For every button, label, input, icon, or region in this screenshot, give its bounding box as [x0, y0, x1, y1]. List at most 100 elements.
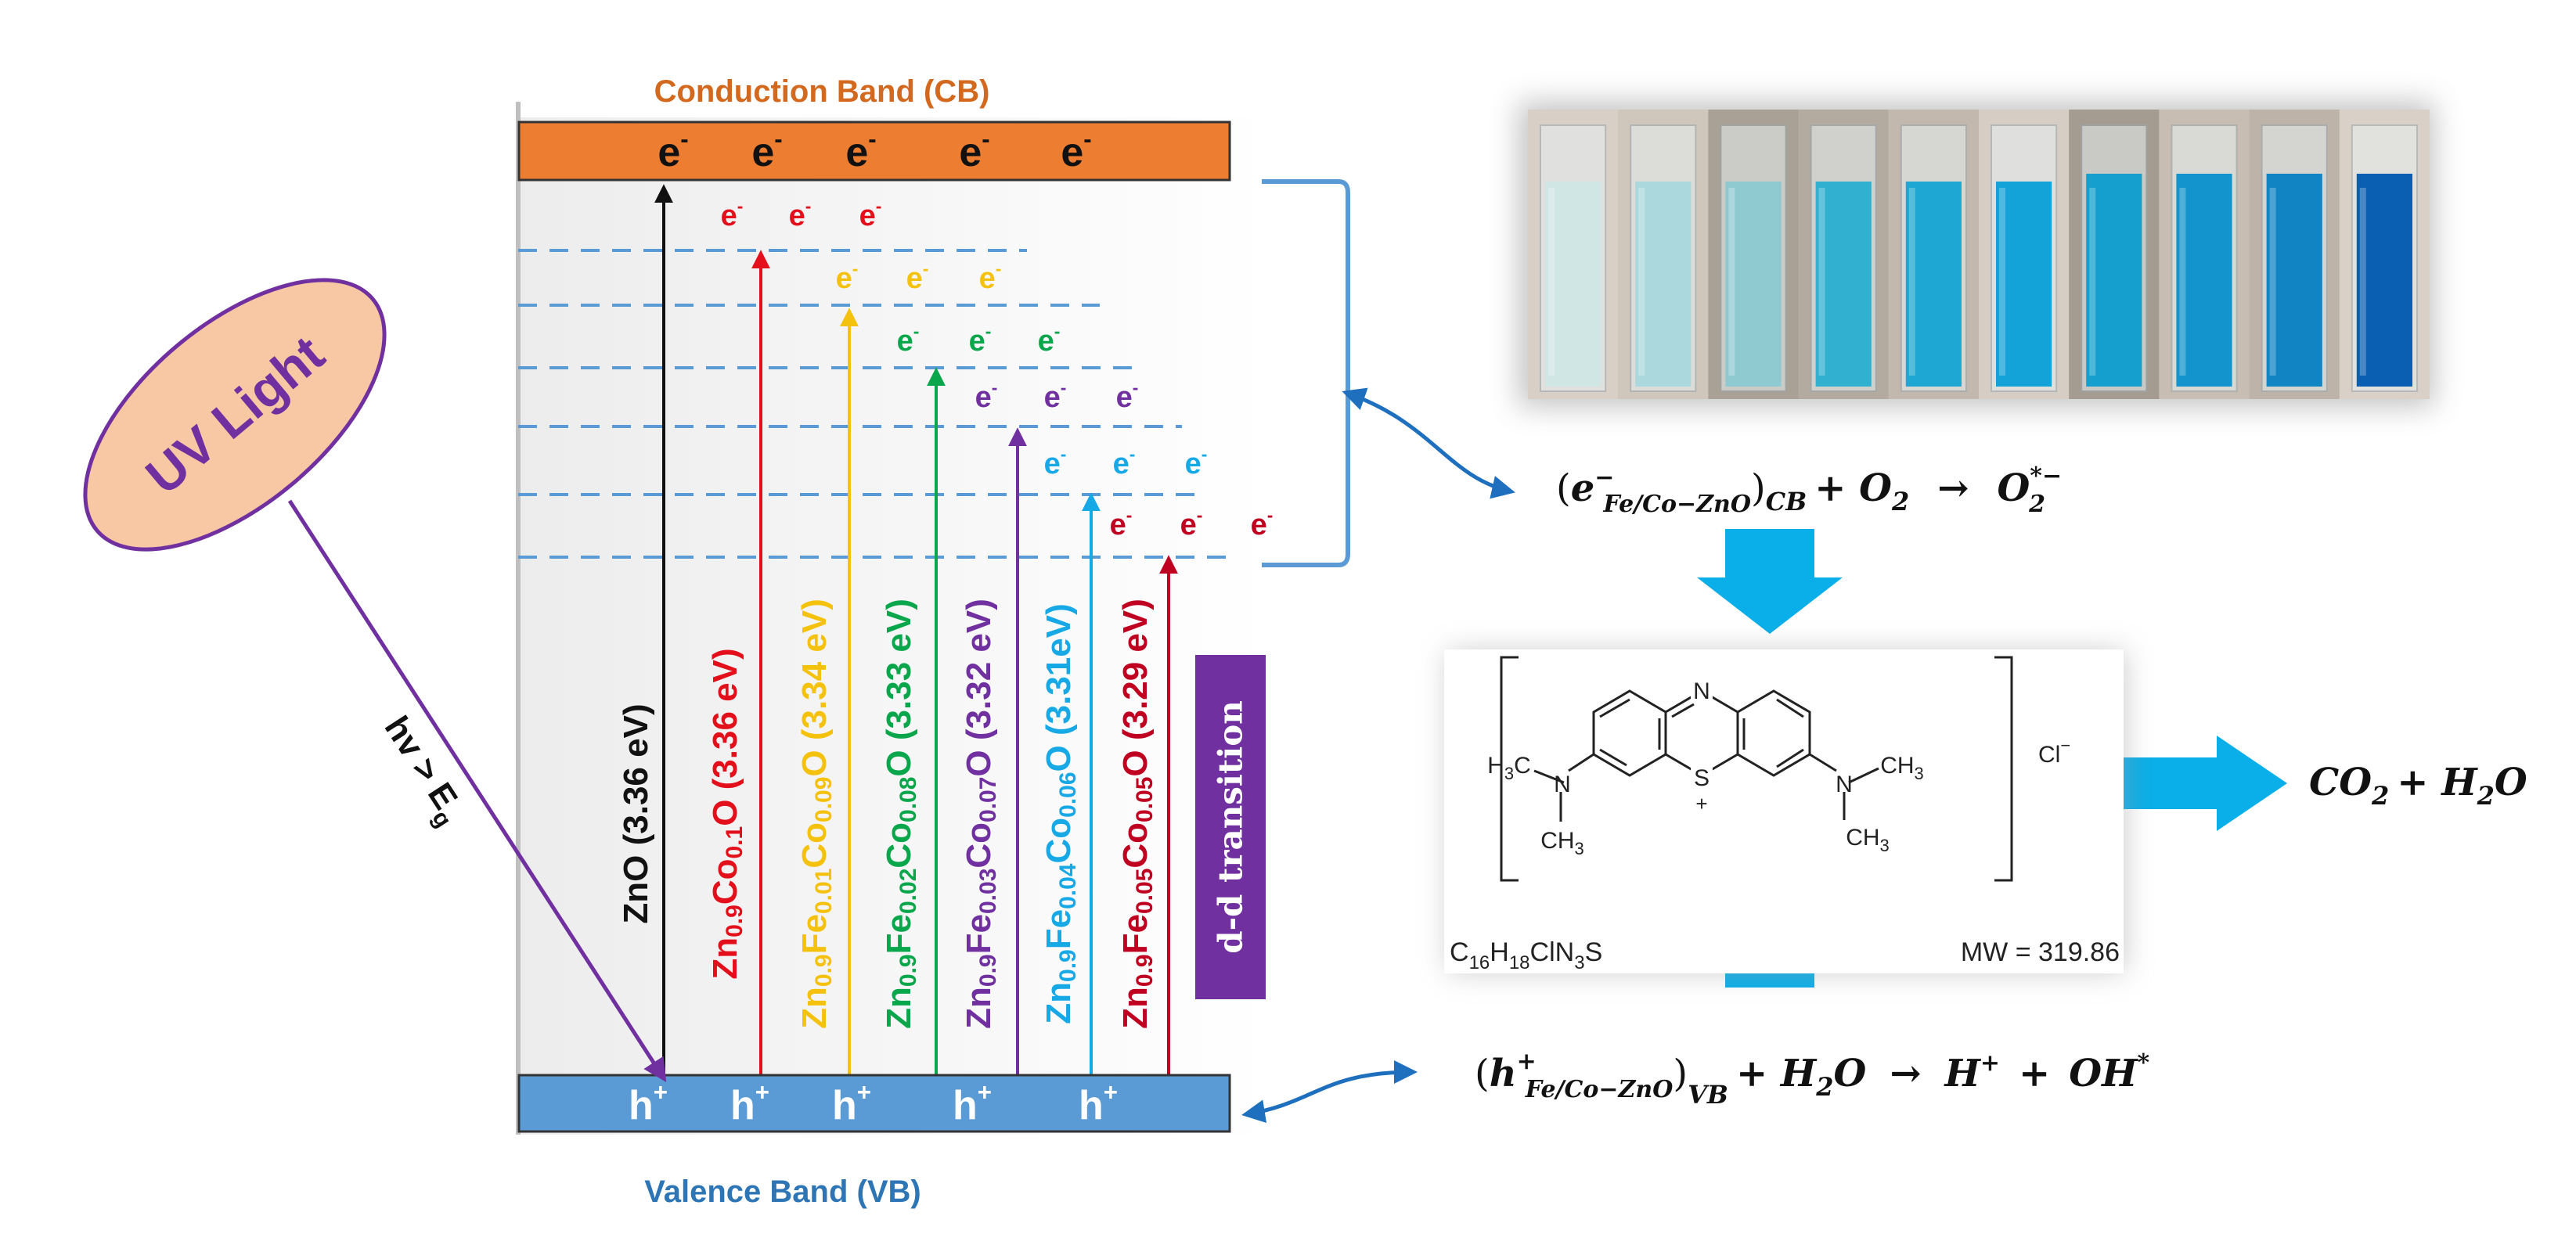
products-equation: CO2+ H2O [2309, 761, 2527, 811]
eq-vb-oh: OH [2069, 1052, 2138, 1096]
central-ring-double-bond [1671, 703, 1695, 718]
curved-arrow-cb [1342, 387, 1515, 499]
eq-vb-subscript: VB [1688, 1080, 1728, 1110]
chloride-cl: Cl [2038, 742, 2060, 768]
n-label-bg [1691, 679, 1713, 703]
eq-cb-product: O [1997, 466, 2030, 510]
cb-electron-2: e- [845, 126, 876, 175]
right-ch3-bot-ch: CH [1846, 825, 1879, 851]
eq-cb-o2-sub: 2 [1891, 487, 1909, 516]
product-co-sub: 2 [2371, 781, 2389, 811]
product-h-sub: 2 [2477, 781, 2495, 811]
cuvette-highlight-7 [2179, 188, 2186, 376]
cb-electron-3: e- [959, 126, 989, 175]
compound-label-4: Zn0.9Fe0.03Co0.07O (3.32 eV) [960, 599, 1001, 1029]
eq-vb-h2o-o: O [1834, 1052, 1867, 1096]
level-1-electron-1: e- [906, 258, 929, 295]
eq-vb-hole-sup: + [1517, 1048, 1537, 1075]
arrow-down-to-molecule [1697, 529, 1843, 634]
molecule-left-bracket [1500, 656, 1519, 882]
compound-label-5: Zn0.9Fe0.04Co0.06O (3.31eV) [1039, 603, 1081, 1024]
vb-hole-2: h+ [832, 1079, 871, 1128]
vb-hole-4: h+ [1079, 1079, 1118, 1128]
left-ch3-ch: CH [1540, 828, 1574, 854]
molecular-formula: C16H18ClN3S [1450, 937, 1602, 973]
right-ring-double-bond-2 [1776, 698, 1804, 718]
eq-cb-electron-sup: − [1594, 464, 1614, 491]
cuvette-highlight-5 [1999, 188, 2005, 376]
left-amine-bond [1568, 753, 1594, 772]
vb-reaction-equation: (h+Fe/Co−ZnO)VB+ H2O→H++OH* [1475, 1048, 2149, 1110]
product-h: + H [2397, 761, 2478, 804]
molecule-n-top: N [1693, 678, 1710, 704]
level-1-electron-2: e- [979, 258, 1002, 295]
cb-electron-0: e- [658, 126, 688, 175]
left-h3c-h: H [1487, 753, 1504, 779]
cuvette-highlight-9 [2359, 188, 2366, 376]
left-h3c-3: 3 [1504, 764, 1514, 783]
cuvette-liquid-7 [2176, 174, 2232, 387]
product-o: O [2495, 761, 2527, 804]
uv-light-ray [287, 499, 667, 1083]
level-0-electron-0: e- [721, 196, 744, 232]
eq-cb-subscript: CB [1766, 487, 1807, 516]
eq-vb-h2o: + H [1736, 1052, 1818, 1096]
compound-label-2: Zn0.9Fe0.01Co0.09O (3.34 eV) [795, 599, 837, 1029]
left-ch3-bottom: CH3 [1540, 828, 1584, 858]
curved-arrow-vb [1241, 1060, 1418, 1124]
conduction-band [517, 121, 1231, 182]
eq-vb-oh-sup: * [2137, 1049, 2149, 1077]
cuvette-liquid-4 [1905, 182, 1962, 387]
right-ch3-top-ch: CH [1880, 753, 1914, 779]
level-0-electron-1: e- [789, 196, 812, 232]
photon-energy-label: hv > Eg [371, 710, 473, 833]
level-5-electron-1: e- [1180, 505, 1203, 541]
level-3-electron-2: e- [1116, 377, 1139, 414]
level-2-electron-1: e- [969, 321, 992, 358]
compound-label-0: ZnO (3.36 eV) [617, 703, 655, 923]
energy-level-bracket [1262, 179, 1350, 567]
uv-light-source: UV Light [83, 278, 387, 552]
cb-electron-4: e- [1061, 126, 1091, 175]
compound-label-1: Zn0.9Co0.1O (3.36 eV) [706, 648, 748, 979]
cuvette-liquid-0 [1545, 182, 1601, 387]
chloride-ion: Cl− [2038, 736, 2070, 768]
level-3-electron-0: e- [975, 377, 998, 414]
cuvette-highlight-3 [1818, 188, 1825, 376]
molecule-s-charge: + [1695, 792, 1707, 815]
dd-transition-label: d-d transition [1212, 700, 1250, 954]
cuvette-highlight-2 [1728, 188, 1735, 376]
molecule-right-n: N [1836, 772, 1853, 797]
cb-electron-1: e- [751, 126, 782, 175]
right-ch3-top-sub: 3 [1915, 764, 1924, 783]
transition-arrows [654, 184, 1178, 1075]
vb-hole-3: h+ [953, 1079, 992, 1128]
cuvette-highlight-8 [2269, 188, 2276, 376]
eq-vb-plus: + [2019, 1052, 2050, 1096]
vb-hole-1: h+ [730, 1079, 769, 1128]
cuvette-liquid-9 [2356, 174, 2412, 387]
chloride-sup: − [2060, 736, 2070, 755]
compound-label-3: Zn0.9Fe0.02Co0.08O (3.33 eV) [880, 599, 921, 1029]
valence-band [517, 1074, 1231, 1133]
right-methyl-bond-top [1848, 767, 1879, 784]
level-4-electron-0: e- [1044, 444, 1067, 480]
right-ch3-bottom: CH3 [1846, 825, 1890, 855]
left-ring-double-bond-1 [1599, 698, 1630, 718]
cuvette-liquid-8 [2266, 174, 2322, 387]
molecule-left-n: N [1554, 772, 1571, 797]
level-1-electron-0: e- [836, 258, 859, 295]
product-co: CO [2309, 761, 2372, 804]
left-ring-double-bond-2 [1599, 748, 1627, 767]
s-label-bg [1691, 765, 1713, 789]
cuvette-photo [1519, 102, 2434, 407]
compound-label-6: Zn0.9Fe0.05Co0.05O (3.29 eV) [1116, 599, 1158, 1029]
cuvette-highlight-4 [1908, 188, 1915, 376]
uv-light-ellipse [83, 278, 387, 552]
left-ch3-sub: 3 [1575, 839, 1584, 858]
arrow-right-to-products [2120, 736, 2287, 831]
level-4-electron-1: e- [1113, 444, 1136, 480]
conduction-band-label: Conduction Band (CB) [654, 74, 990, 109]
left-h3c-c: C [1514, 753, 1531, 779]
